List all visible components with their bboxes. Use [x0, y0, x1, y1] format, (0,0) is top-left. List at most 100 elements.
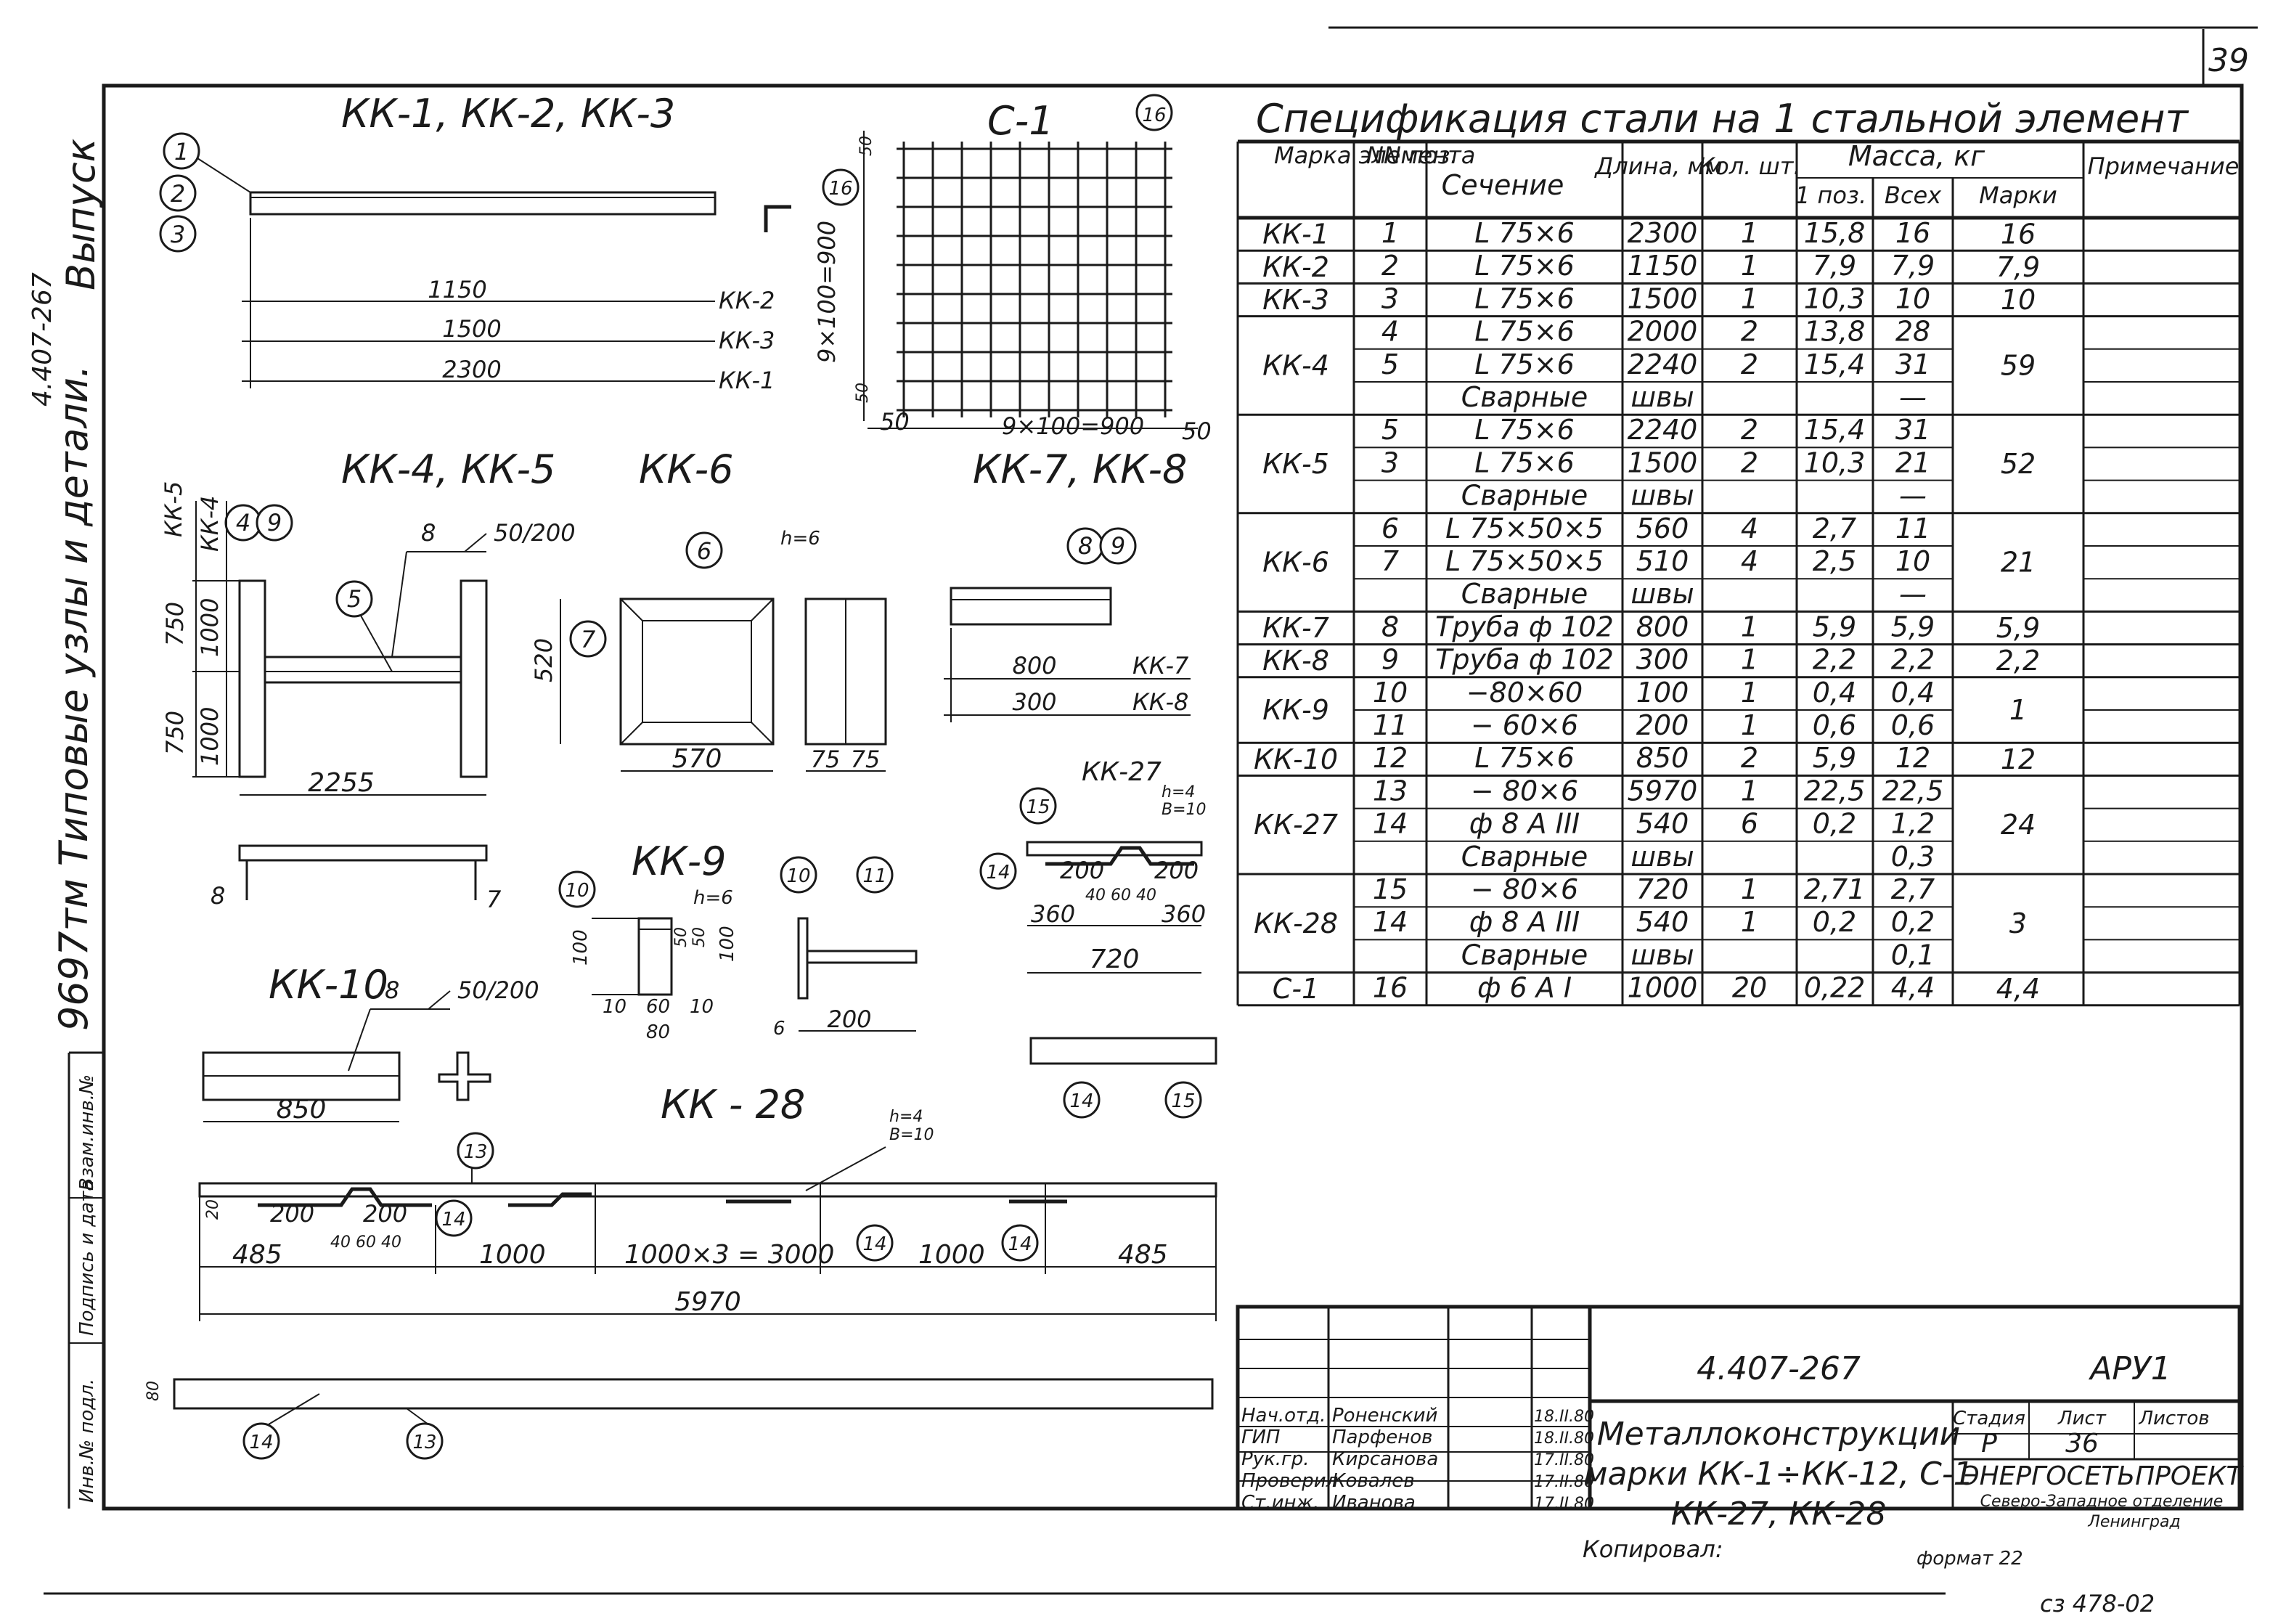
spec-cell-m1: 15,4	[1804, 414, 1866, 446]
side-series: 4.407-267	[28, 272, 57, 407]
view-kk78: КК-7, КК-8 8 9 800 300 КК-7 КК-8	[944, 446, 1191, 722]
stamp-org2: Северо-Западное отделение	[1980, 1493, 2224, 1511]
spec-cell-m3: 1	[2009, 694, 2027, 726]
c1-pos-left: 16	[828, 178, 852, 200]
spec-cell-section: Сварные	[1461, 381, 1588, 413]
spec-cell-mark: С-1	[1273, 973, 1319, 1005]
stamp-role: Ст.инж.	[1241, 1492, 1319, 1514]
spec-cell-len: швы	[1630, 939, 1694, 971]
kk28-dim485b: 485	[1118, 1240, 1168, 1270]
spec-cell-mark: КК-4	[1262, 349, 1329, 381]
kk9-dim10b: 10	[690, 996, 714, 1018]
spec-cell-mark: КК-6	[1262, 547, 1329, 579]
stamp-sheet-h: Лист	[2057, 1408, 2107, 1429]
kk27-dim200a: 200	[1060, 857, 1104, 884]
stamp-stage: Р	[1981, 1429, 1997, 1458]
spec-cell-qty: 2	[1741, 446, 1758, 478]
spec-cell-m2: 4,4	[1891, 972, 1935, 1004]
kk28-h: h=4	[889, 1108, 923, 1126]
spec-h-qty: Кол. шт.	[1698, 152, 1800, 180]
spec-cell-qty: 2	[1741, 348, 1758, 380]
spec-cell-m3: 59	[2001, 349, 2036, 381]
spec-cell-qty: 1	[1741, 217, 1758, 249]
kk45-weld2: 50/200	[494, 519, 576, 547]
kk45-dim1000b: 1000	[196, 707, 224, 766]
stamp-name: Иванова	[1332, 1492, 1416, 1514]
spec-cell-len: 1500	[1628, 282, 1698, 314]
kk9-dim200: 200	[827, 1005, 871, 1033]
kk28-pos14c: 14	[1008, 1233, 1032, 1255]
spec-cell-len: 2240	[1628, 348, 1698, 380]
spec-cell-pos: 9	[1381, 644, 1399, 676]
spec-cell-section: Сварные	[1461, 578, 1588, 610]
spec-cell-m2: 0,3	[1891, 841, 1935, 873]
spec-cell-m1: 0,22	[1804, 972, 1866, 1004]
kk27-pos14a: 14	[986, 862, 1010, 884]
stamp-role: Нач.отд.	[1241, 1405, 1326, 1427]
c1-e3: 50	[857, 136, 875, 156]
spec-cell-qty: 6	[1741, 808, 1758, 840]
spec-cell-m1: 2,7	[1813, 513, 1856, 544]
spec-cell-len: швы	[1630, 381, 1694, 413]
kk9-dim50a: 50	[672, 927, 690, 947]
spec-cell-m1: 15,8	[1804, 217, 1866, 249]
spec-cell-section: L 75×6	[1474, 414, 1575, 446]
kk123-dim3: 2300	[442, 356, 501, 383]
spec-cell-m2: —	[1899, 578, 1927, 610]
stamp-name: Ковалев	[1332, 1470, 1415, 1492]
kk9-dim50b: 50	[690, 927, 709, 947]
spec-cell-section: L 75×6	[1474, 742, 1575, 774]
spec-cell-m1: 0,6	[1813, 709, 1856, 741]
spec-cell-m2: 1,2	[1891, 808, 1935, 840]
spec-cell-section: Сварные	[1461, 939, 1588, 971]
spec-h-m3: Марки	[1979, 181, 2057, 209]
kk123-mark1: КК-2	[719, 287, 775, 314]
stamp-name: Кирсанова	[1332, 1448, 1438, 1470]
spec-h-pos: NN поз.	[1366, 142, 1458, 169]
spec-cell-m2: 12	[1895, 742, 1930, 774]
stamp-date: 17.II.80	[1534, 1495, 1594, 1513]
kk28-dim200a: 200	[270, 1200, 314, 1228]
kk6-dim-h: 570	[672, 744, 722, 774]
spec-cell-m2: 0,4	[1891, 677, 1935, 709]
spec-cell-pos: 3	[1381, 282, 1399, 314]
spec-cell-section: ф 6 А I	[1477, 972, 1572, 1004]
stamp-date: 18.II.80	[1534, 1408, 1594, 1426]
spec-cell-section: Сварные	[1461, 480, 1588, 512]
spec-cell-pos: 7	[1381, 545, 1399, 577]
spec-cell-m1: 0,4	[1813, 677, 1856, 709]
kk6-dim-v: 520	[530, 638, 558, 682]
spec-cell-section: L 75×50×5	[1445, 545, 1604, 577]
spec-cell-qty: 1	[1741, 677, 1758, 709]
spec-cell-m2: 10	[1895, 545, 1930, 577]
spec-cell-pos: 3	[1381, 446, 1399, 478]
spec-cell-section: L 75×6	[1474, 348, 1575, 380]
c1-mesh-grid	[897, 142, 1172, 417]
stamp-role: ГИП	[1241, 1427, 1281, 1448]
spec-cell-len: 2240	[1628, 414, 1698, 446]
spec-h-section: Сечение	[1442, 169, 1564, 201]
kk9-dim10a: 10	[603, 996, 626, 1018]
view-kk123: КК-1, КК-2, КК-3 1 2 3 1150 1500 2300 КК…	[159, 91, 791, 394]
spec-cell-m3: 5,9	[1996, 612, 2040, 644]
kk6-title: КК-6	[639, 446, 734, 492]
spec-cell-section: −80×60	[1466, 677, 1583, 709]
spec-cell-len: 540	[1636, 808, 1689, 840]
kk27-b: B=10	[1162, 801, 1207, 819]
spec-cell-len: 5970	[1628, 775, 1698, 807]
kk28-dim60: 60	[356, 1233, 376, 1252]
spec-cell-pos: 14	[1373, 808, 1408, 840]
spec-cell-qty: 20	[1732, 972, 1767, 1004]
kk10-dim850: 850	[277, 1095, 327, 1125]
spec-cell-pos: 5	[1381, 348, 1399, 380]
spec-cell-m1: 13,8	[1804, 316, 1866, 348]
view-c1: С-1 16 16 9×100=900 9×100=900 50 50 50 5…	[813, 94, 1212, 445]
kk28-dim80: 80	[144, 1381, 163, 1401]
spec-cell-len: 540	[1636, 906, 1689, 938]
spec-cell-mark: КК-1	[1262, 219, 1329, 250]
spec-cell-m2: 11	[1895, 513, 1930, 544]
sheet-frame	[44, 26, 2258, 1595]
stamp-role: Проверил	[1241, 1470, 1338, 1492]
kk28-dim485a: 485	[232, 1240, 282, 1270]
